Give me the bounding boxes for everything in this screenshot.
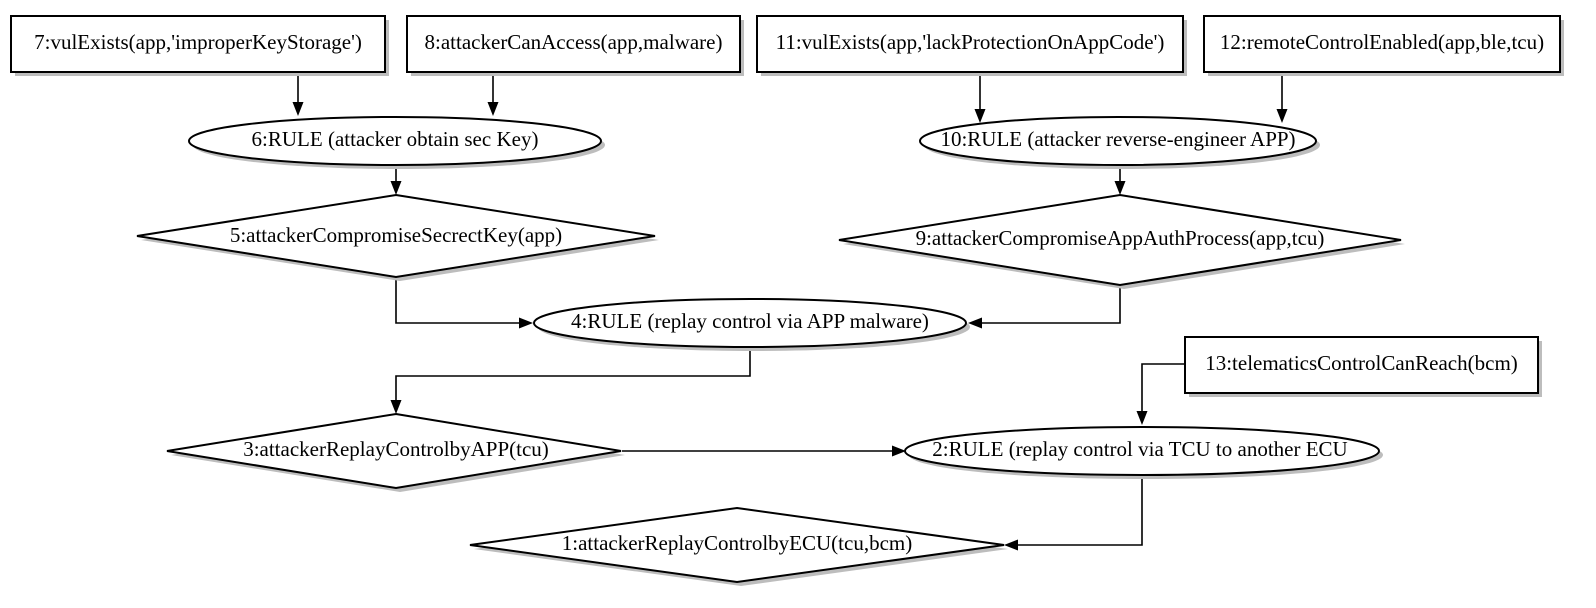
node-n12-label: 12:remoteControlEnabled(app,ble,tcu) [1220,30,1544,54]
edge-n13-to-n2 [1136,363,1185,425]
node-n8-label: 8:attackerCanAccess(app,malware) [425,30,723,54]
node-n2: 2:RULE (replay control via TCU to anothe… [904,426,1383,479]
nodes: 7:vulExists(app,'improperKeyStorage') 8:… [10,15,1564,586]
node-n13-label: 13:telematicsControlCanReach(bcm) [1205,351,1518,375]
edge-n6-to-n5 [390,165,402,195]
node-n4-label: 4:RULE (replay control via APP malware) [571,309,929,333]
node-n10: 10:RULE (attacker reverse-engineer APP) [919,116,1320,169]
edge-n2-to-n1 [1004,475,1143,551]
edge-n8-to-n6 [487,74,499,116]
edge-n10-to-n9 [1114,165,1126,195]
node-n1: 1:attackerReplayControlbyECU(tcu,bcm) [469,506,1008,586]
node-n9: 9:attackerCompromiseAppAuthProcess(app,t… [838,193,1405,289]
node-n6-label: 6:RULE (attacker obtain sec Key) [252,127,539,151]
edge-n9-to-n4 [968,287,1121,329]
node-n10-label: 10:RULE (attacker reverse-engineer APP) [940,127,1295,151]
edge-n11-to-n10 [974,74,986,123]
edge-n4-to-n3 [390,348,751,414]
node-n4: 4:RULE (replay control via APP malware) [533,298,970,351]
node-n13: 13:telematicsControlCanReach(bcm) [1184,336,1542,397]
node-n3: 3:attackerReplayControlbyAPP(tcu) [166,412,625,492]
node-n8: 8:attackerCanAccess(app,malware) [406,15,744,76]
node-n2-label: 2:RULE (replay control via TCU to anothe… [932,437,1347,461]
node-n5-label: 5:attackerCompromiseSecrectKey(app) [230,223,562,247]
node-n7: 7:vulExists(app,'improperKeyStorage') [10,15,389,76]
edge-n3-to-n2 [622,445,906,457]
edges [292,74,1288,551]
node-n1-label: 1:attackerReplayControlbyECU(tcu,bcm) [562,531,912,555]
edge-n5-to-n4 [395,273,533,329]
node-n9-label: 9:attackerCompromiseAppAuthProcess(app,t… [916,226,1325,250]
edge-n12-to-n10 [1276,74,1288,123]
node-n5: 5:attackerCompromiseSecrectKey(app) [136,193,659,281]
edge-n7-to-n6 [292,74,304,116]
node-n6: 6:RULE (attacker obtain sec Key) [188,116,605,169]
node-n11-label: 11:vulExists(app,'lackProtectionOnAppCod… [776,30,1165,54]
node-n3-label: 3:attackerReplayControlbyAPP(tcu) [243,437,549,461]
node-n12: 12:remoteControlEnabled(app,ble,tcu) [1203,15,1564,76]
node-n11: 11:vulExists(app,'lackProtectionOnAppCod… [756,15,1187,76]
node-n7-label: 7:vulExists(app,'improperKeyStorage') [34,30,362,54]
